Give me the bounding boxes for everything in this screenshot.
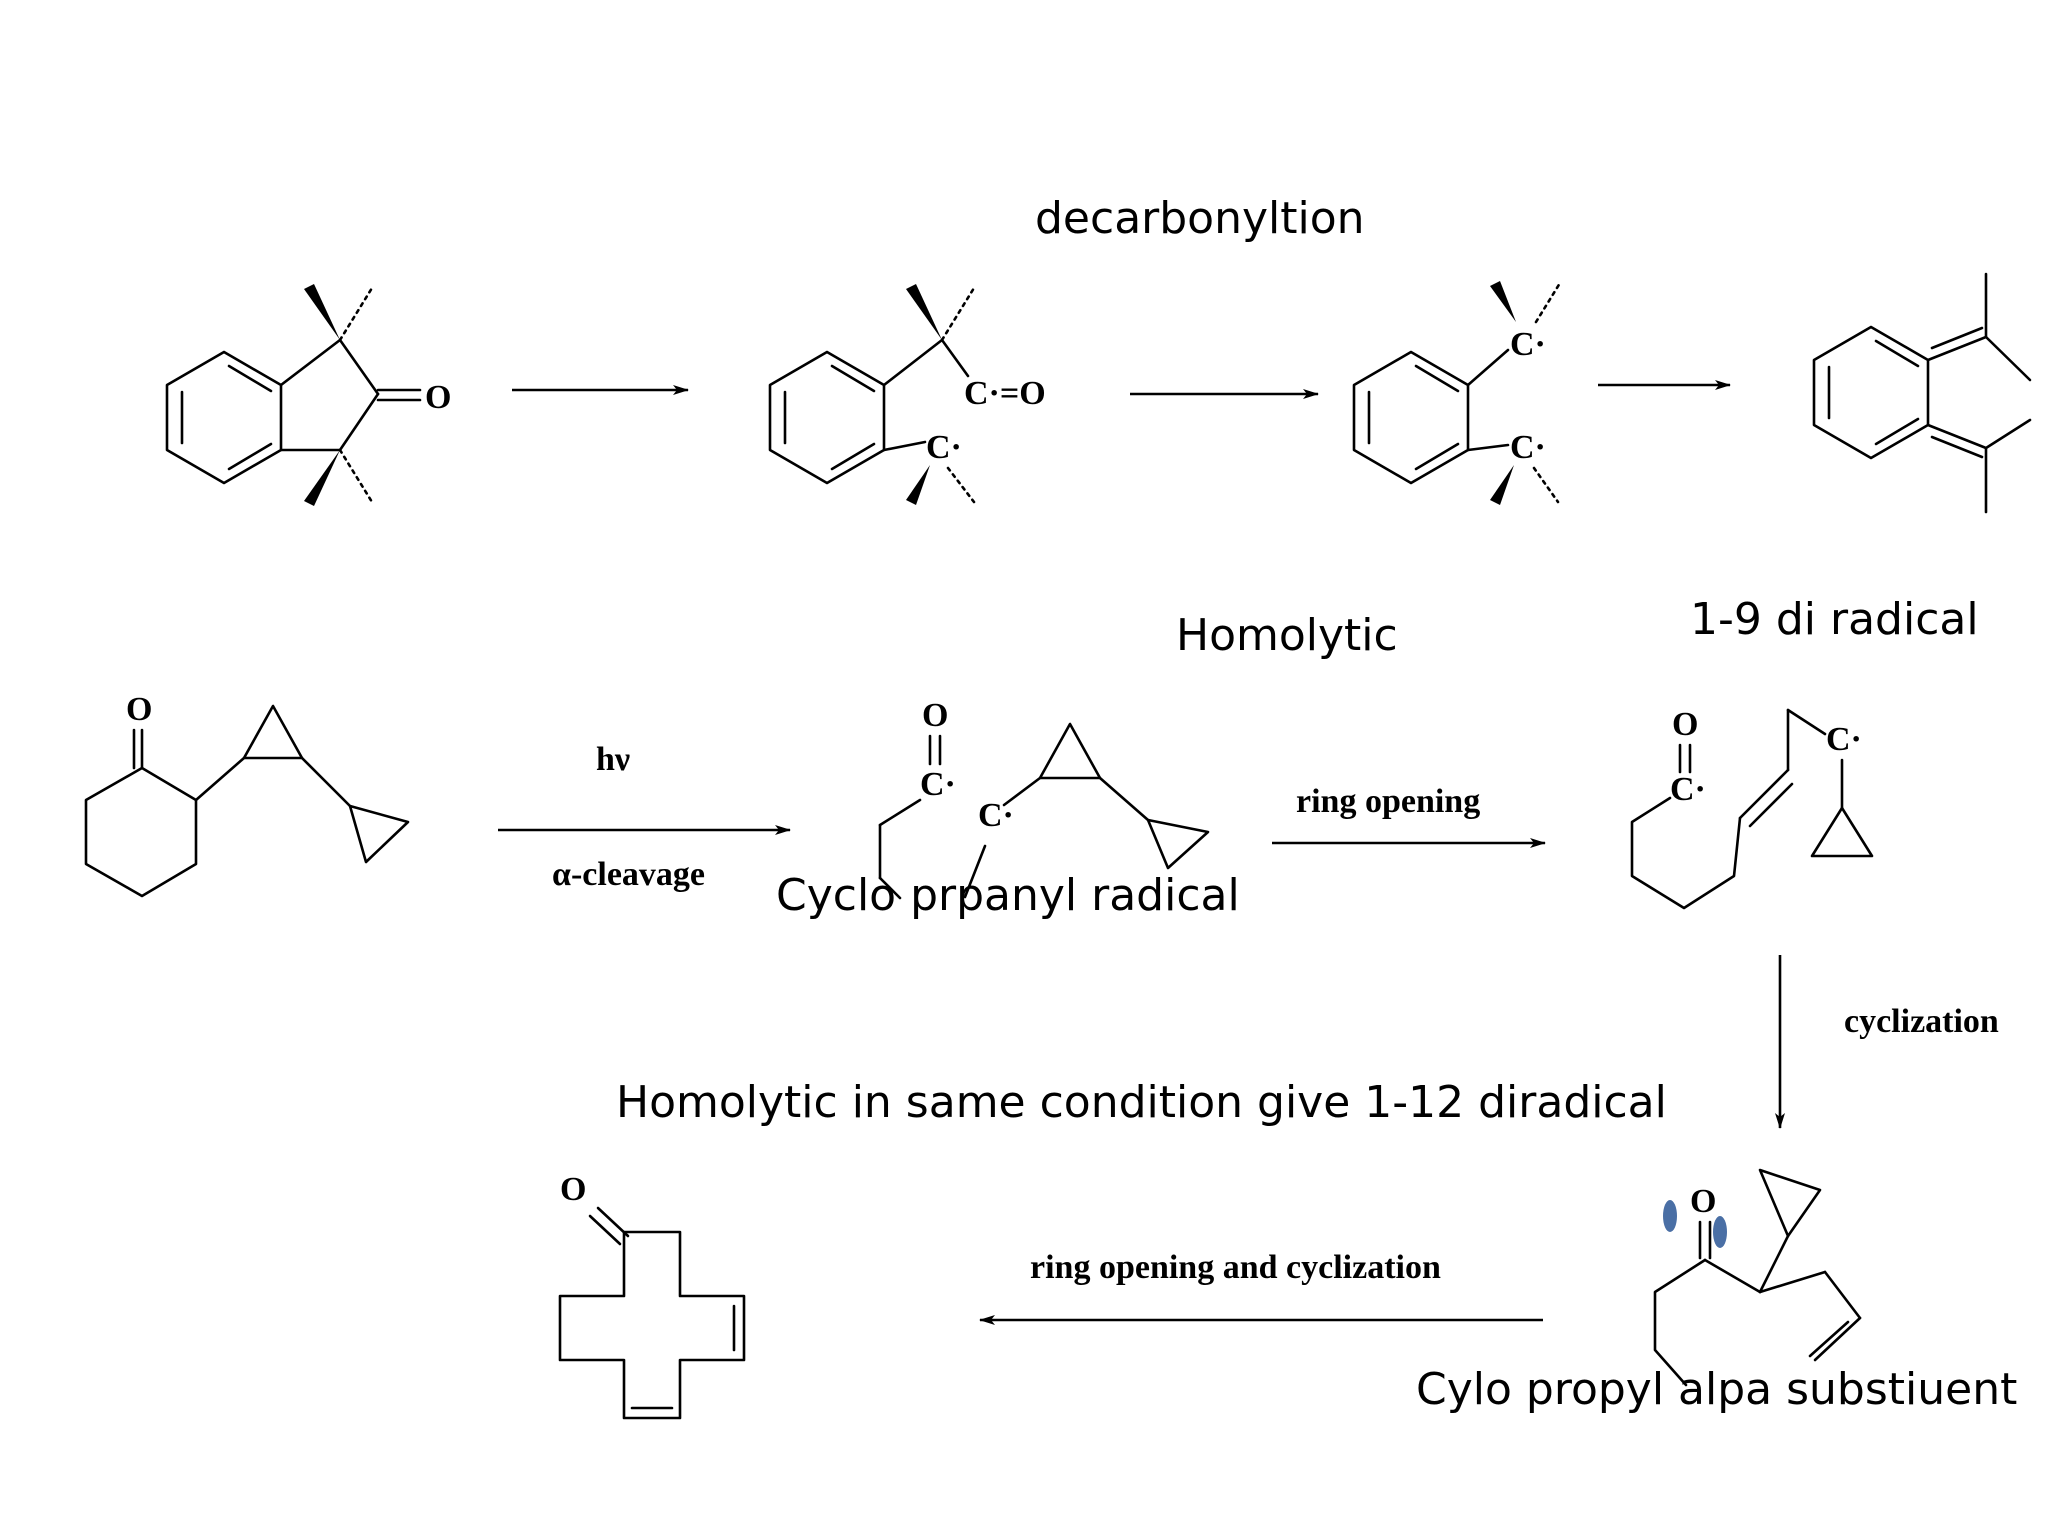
atom-acyl-radical: C· bbox=[920, 766, 956, 803]
caption-homolytic-1-12: Homolytic in same condition give 1-12 di… bbox=[616, 1077, 1667, 1128]
molecule-xylylene bbox=[1812, 272, 2032, 514]
atom-carbon-radical-bottom: C· bbox=[1510, 429, 1546, 466]
caption-decarbonylation: decarbonyltion bbox=[1035, 193, 1365, 244]
molecule-macrocyclic-dienone: O bbox=[558, 1171, 746, 1420]
atom-oxygen: O bbox=[425, 379, 451, 416]
caption-cyclopropyl-alpha: Cylo propyl alpa substiuent bbox=[1416, 1364, 2017, 1415]
atom-acyl-co: C·=O bbox=[964, 375, 1046, 412]
condition-light: hν bbox=[596, 741, 630, 778]
atom-oxygen-macrocycle: O bbox=[560, 1171, 586, 1208]
molecule-benzylic-diradical: C· C· bbox=[1352, 281, 1562, 505]
caption-homolytic: Homolytic bbox=[1176, 610, 1398, 661]
condition-cyclization: cyclization bbox=[1844, 1003, 1999, 1040]
atom-oxygen-acyl: O bbox=[922, 697, 948, 734]
condition-alpha-cleavage: α-cleavage bbox=[552, 856, 705, 893]
atom-oxygen-alpha: O bbox=[1690, 1183, 1716, 1220]
molecule-tetramethylindanone: O bbox=[165, 284, 451, 506]
lone-pair-right bbox=[1713, 1216, 1727, 1248]
condition-ring-opening-cyclization: ring opening and cyclization bbox=[1030, 1249, 1441, 1286]
lone-pair-left bbox=[1663, 1200, 1677, 1232]
atom-oxygen-ketone: O bbox=[126, 691, 152, 728]
caption-cyclopropanyl-radical: Cyclo prpanyl radical bbox=[776, 870, 1240, 921]
atom-chain-acyl-radical: C· bbox=[1670, 771, 1706, 808]
caption-1-9-diradical: 1-9 di radical bbox=[1690, 594, 1979, 645]
molecule-ring-opened-diradical: O C· C· bbox=[1630, 706, 1874, 910]
atom-carbon-radical-top: C· bbox=[1510, 326, 1546, 363]
atom-oxygen-chain: O bbox=[1672, 706, 1698, 743]
molecule-cyclopropanyl-radical: O C· C· bbox=[878, 697, 1210, 900]
molecule-cyclopropyl-cyclohexanone: O bbox=[84, 691, 410, 898]
molecule-cyclopropyl-alpha-ketone: O bbox=[1653, 1168, 1862, 1387]
condition-ring-opening: ring opening bbox=[1296, 783, 1480, 820]
atom-chain-alkyl-radical: C· bbox=[1826, 721, 1862, 758]
molecule-acyl-diradical: C·=O C· bbox=[768, 284, 1046, 505]
atom-carbon-radical: C· bbox=[926, 429, 962, 466]
